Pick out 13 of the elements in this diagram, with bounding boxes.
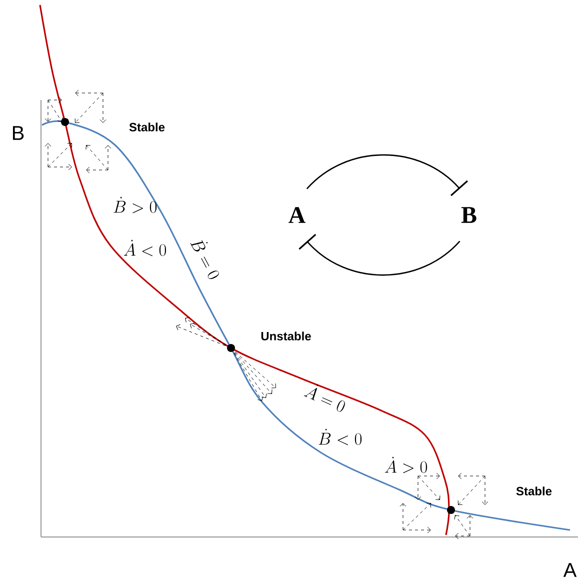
nullcline-label: $\dot{A} = 0$	[304, 384, 345, 412]
species-label: A	[288, 207, 306, 223]
stability-label: Unstable	[261, 332, 311, 340]
nullcline-label: $\dot{A} > 0$	[384, 456, 428, 474]
stability-label: Stable	[516, 486, 552, 496]
stability-label: Stable	[129, 122, 165, 132]
nullcline-label: $\dot{B} = 0$	[190, 240, 219, 280]
nullcline-label: $\dot{B} > 0$	[114, 196, 157, 214]
axis-label: A	[563, 563, 577, 577]
axis-label: B	[12, 126, 24, 140]
nullcline-label: $\dot{A} < 0$	[124, 240, 166, 256]
species-label: B	[461, 207, 476, 223]
nullcline-label: $\dot{B} < 0$	[318, 428, 362, 446]
